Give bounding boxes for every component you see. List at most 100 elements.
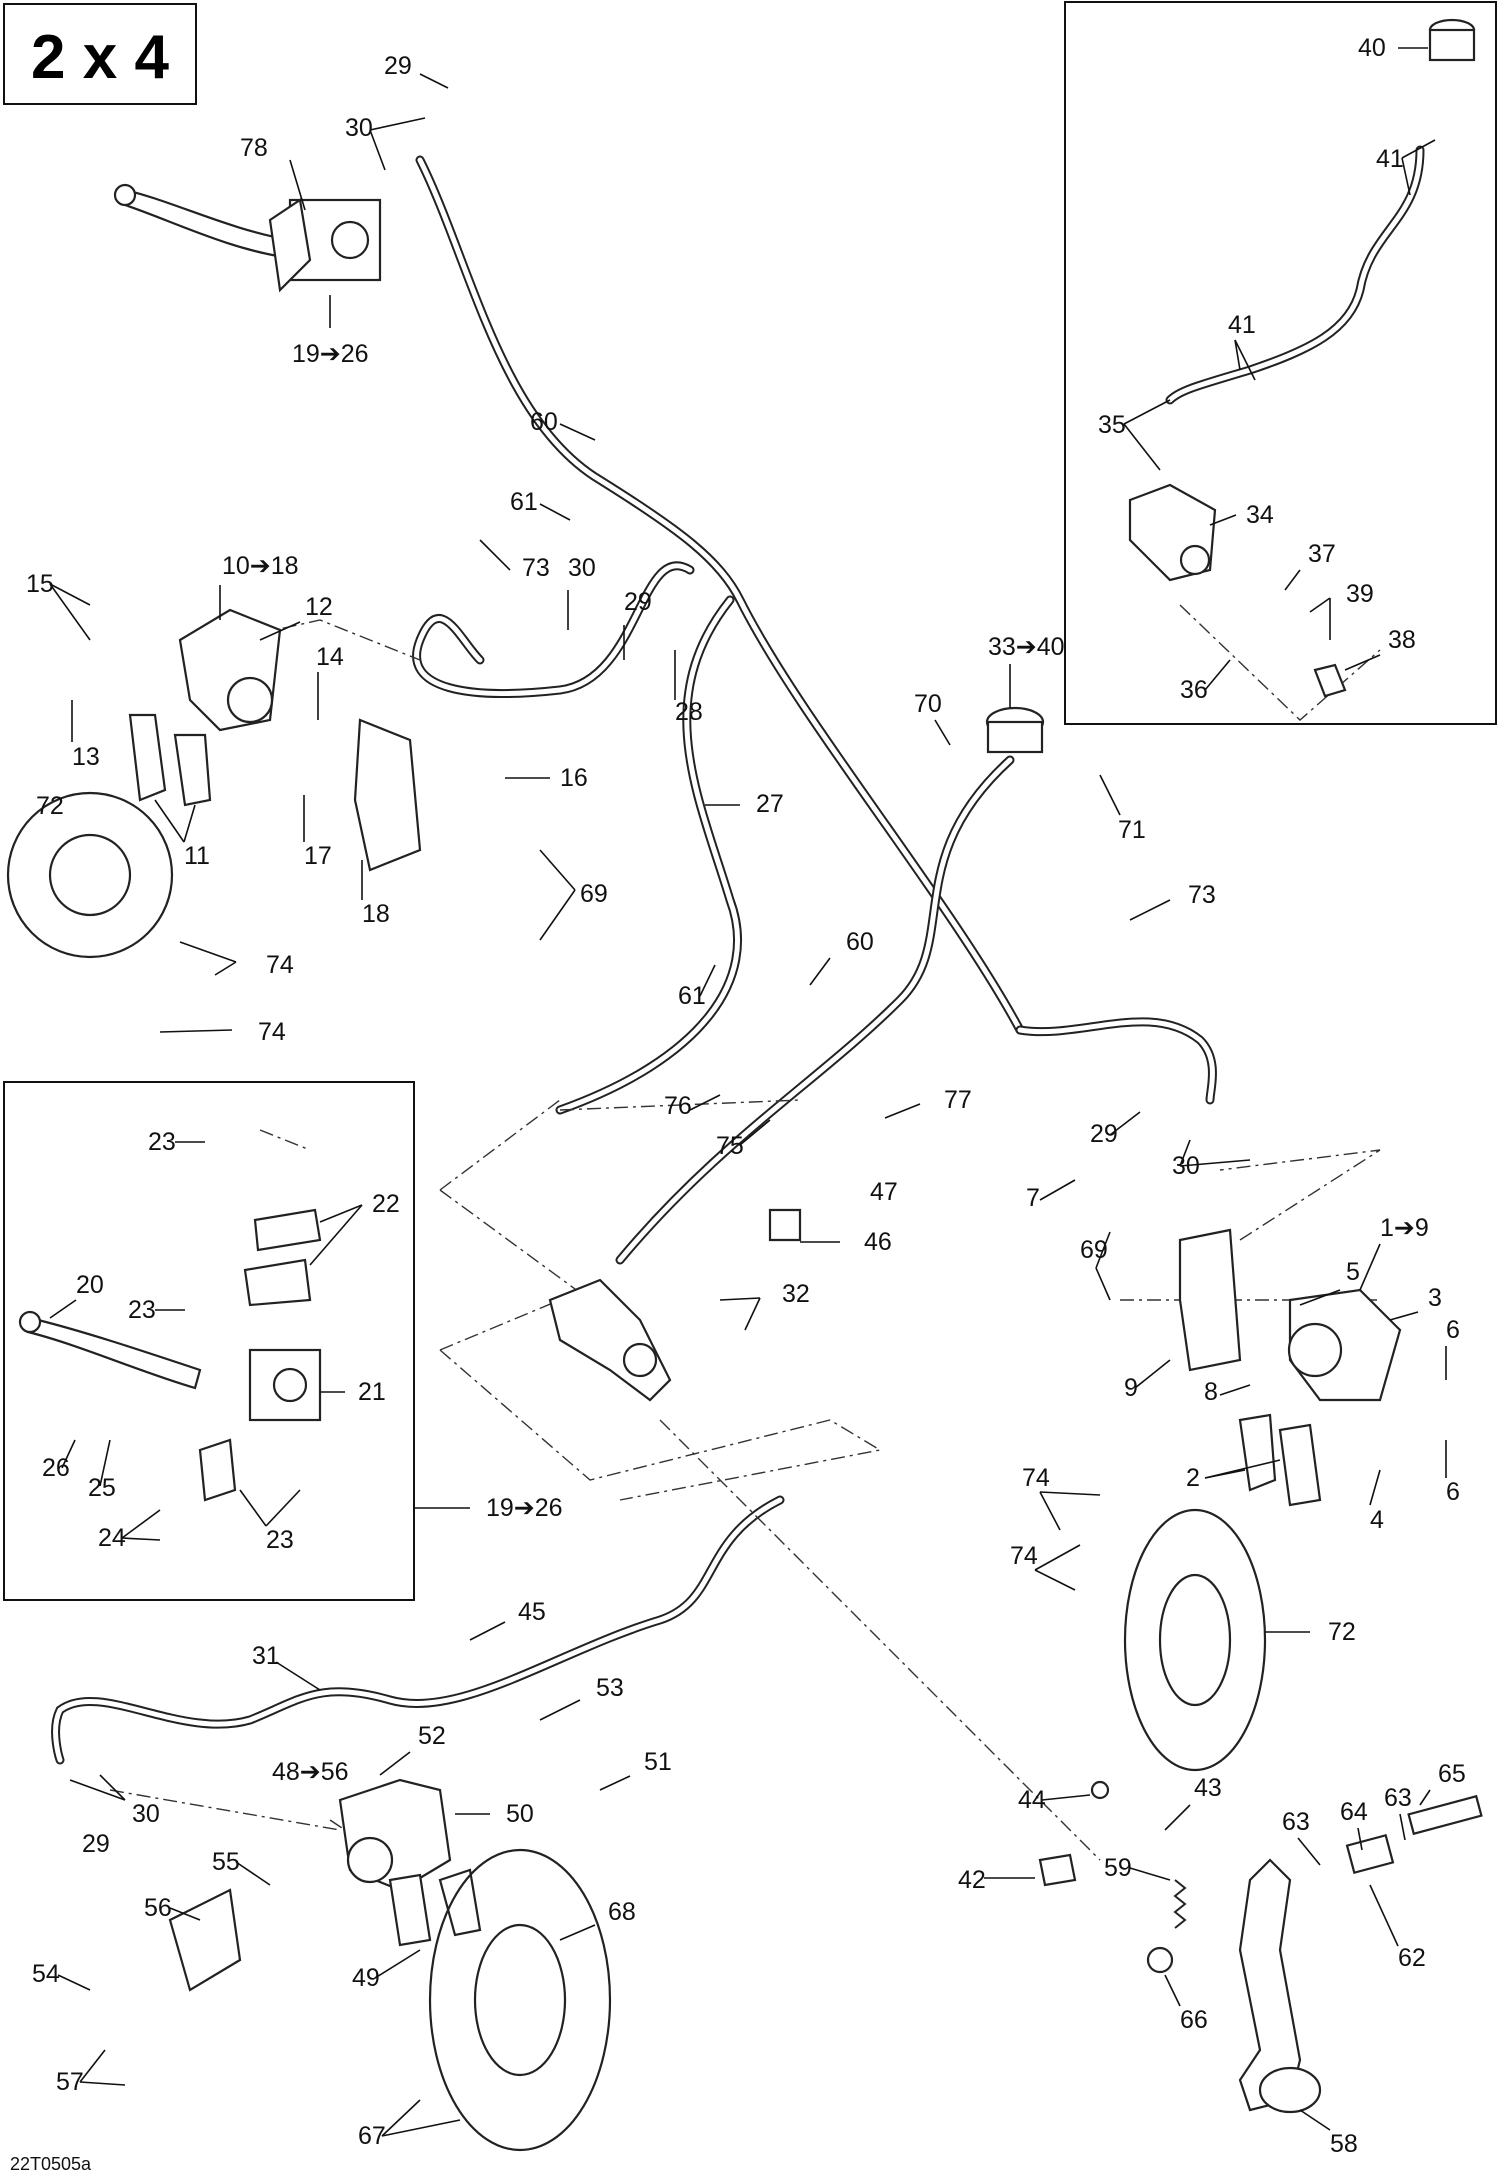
part-label-l32: 32 [782, 1280, 810, 1308]
part-label-l51: 51 [644, 1748, 672, 1776]
figure-code: 22T0505a [10, 2154, 92, 2174]
front-right-caliper [1123, 1228, 1402, 1772]
part-label-l52: 52 [418, 1722, 446, 1750]
part-label-l24: 24 [98, 1524, 126, 1552]
part-label-l29c: 29 [1090, 1120, 1118, 1148]
part-label-l58: 58 [1330, 2130, 1358, 2158]
part-label-l3: 3 [1428, 1284, 1442, 1312]
part-label-l43: 43 [1194, 1774, 1222, 1802]
part-label-l47: 47 [870, 1178, 898, 1206]
part-label-l65: 65 [1438, 1760, 1466, 1788]
part-label-l29a: 29 [384, 52, 412, 80]
part-label-l41a: 41 [1376, 145, 1404, 173]
part-label-l69b: 69 [1080, 1236, 1108, 1264]
part-label-l27: 27 [756, 790, 784, 818]
part-label-l73a: 73 [522, 554, 550, 582]
part-label-l16: 16 [560, 764, 588, 792]
part-label-l74a: 74 [266, 951, 294, 979]
part-label-l60b: 60 [846, 928, 874, 956]
title-badge-text: 2 x 4 [31, 23, 169, 92]
part-label-l45: 45 [518, 1598, 546, 1626]
part-label-l76: 76 [664, 1092, 692, 1120]
part-label-l56: 56 [144, 1894, 172, 1922]
reservoir-inset-frame [1064, 1, 1497, 725]
part-label-l41b: 41 [1228, 311, 1256, 339]
part-label-l38: 38 [1388, 626, 1416, 654]
part-label-l6b: 6 [1446, 1478, 1460, 1506]
part-label-l29b: 29 [624, 588, 652, 616]
part-label-l36: 36 [1180, 676, 1208, 704]
part-label-l17: 17 [304, 842, 332, 870]
part-label-l75: 75 [716, 1132, 744, 1160]
part-label-l6a: 6 [1446, 1316, 1460, 1344]
assembly-lines [109, 604, 1381, 1881]
part-label-l60a: 60 [530, 408, 558, 436]
part-label-l25: 25 [88, 1474, 116, 1502]
part-label-l74d: 74 [1010, 1542, 1038, 1570]
part-label-l12: 12 [305, 593, 333, 621]
part-label-l4: 4 [1370, 1506, 1384, 1534]
part-label-l23c: 23 [266, 1526, 294, 1554]
part-label-l15: 15 [26, 570, 54, 598]
part-label-l21: 21 [358, 1378, 386, 1406]
part-label-l44: 44 [1018, 1786, 1046, 1814]
part-label-l72b: 72 [1328, 1618, 1356, 1646]
rear-caliper [168, 1778, 612, 2152]
part-label-l54: 54 [32, 1960, 60, 1988]
part-label-l18: 18 [362, 900, 390, 928]
part-label-l78: 78 [240, 134, 268, 162]
master-cylinder-inset-frame [3, 1081, 415, 1601]
part-label-l29d: 29 [82, 1830, 110, 1858]
part-label-l30b: 30 [568, 554, 596, 582]
part-label-l63a: 63 [1282, 1808, 1310, 1836]
part-label-l7: 7 [1026, 1184, 1040, 1212]
part-label-l26: 26 [42, 1454, 70, 1482]
part-label-l53: 53 [596, 1674, 624, 1702]
part-label-l61b: 61 [678, 982, 706, 1010]
part-label-l40: 40 [1358, 34, 1386, 62]
reservoir-inset-parts [1128, 18, 1476, 698]
part-label-l74b: 74 [258, 1018, 286, 1046]
brake-hoses [51, 145, 1425, 1765]
part-label-l69a: 69 [580, 880, 608, 908]
part-label-l31: 31 [252, 1642, 280, 1670]
part-label-l67: 67 [358, 2122, 386, 2150]
part-label-l74c: 74 [1022, 1464, 1050, 1492]
part-label-l49: 49 [352, 1964, 380, 1992]
part-label-l77: 77 [944, 1086, 972, 1114]
part-label-l19_26b: 19➔26 [486, 1494, 563, 1522]
part-label-l42: 42 [958, 1866, 986, 1894]
part-label-l55: 55 [212, 1848, 240, 1876]
part-label-l20: 20 [76, 1271, 104, 1299]
part-label-l10_18: 10➔18 [222, 552, 299, 580]
part-label-l30a: 30 [345, 114, 373, 142]
part-label-l5: 5 [1346, 1258, 1360, 1286]
part-label-l39: 39 [1346, 580, 1374, 608]
part-label-l66: 66 [1180, 2006, 1208, 2034]
brake-pedal [1038, 1780, 1483, 2114]
part-label-l1_9: 1➔9 [1380, 1214, 1429, 1242]
part-label-l68: 68 [608, 1898, 636, 1926]
part-label-l35: 35 [1098, 411, 1126, 439]
part-label-l30c: 30 [1172, 1152, 1200, 1180]
part-label-l64: 64 [1340, 1798, 1368, 1826]
rear-master-cylinder [548, 706, 1045, 1402]
part-label-l70: 70 [914, 690, 942, 718]
part-label-l13: 13 [72, 743, 100, 771]
part-label-l22: 22 [372, 1190, 400, 1218]
part-label-l50: 50 [506, 1800, 534, 1828]
title-badge: 2 x 4 [3, 3, 197, 105]
part-label-l71: 71 [1118, 816, 1146, 844]
part-label-l23a: 23 [148, 1128, 176, 1156]
part-label-l46: 46 [864, 1228, 892, 1256]
part-label-l72a: 72 [36, 792, 64, 820]
part-label-l61a: 61 [510, 488, 538, 516]
part-label-l19_26a: 19➔26 [292, 340, 369, 368]
leader-lines [49, 47, 1447, 2137]
part-label-l59: 59 [1104, 1854, 1132, 1882]
part-label-l62: 62 [1398, 1944, 1426, 1972]
part-label-l9: 9 [1124, 1374, 1138, 1402]
part-label-l28: 28 [675, 698, 703, 726]
part-label-l63b: 63 [1384, 1784, 1412, 1812]
